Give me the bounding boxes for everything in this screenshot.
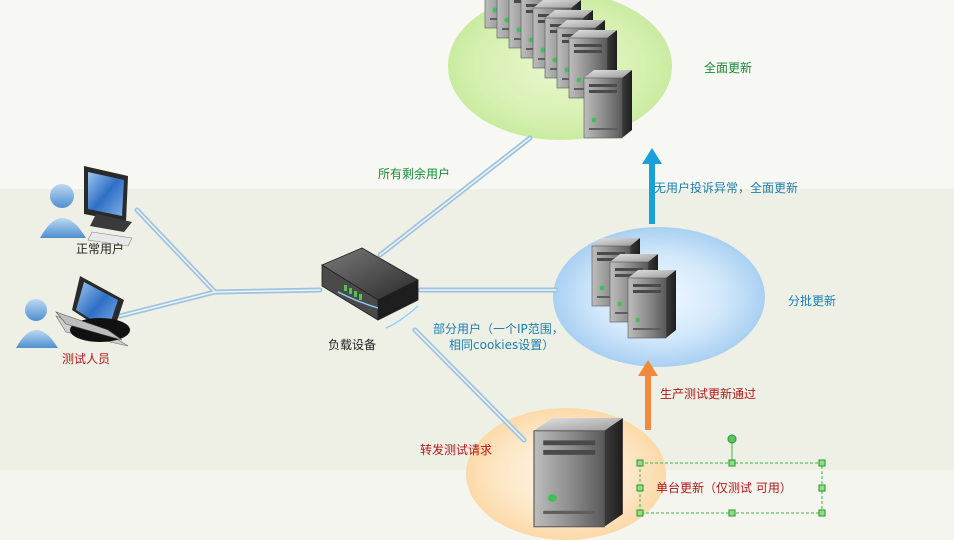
batch-to-full-arrow [642, 148, 662, 224]
edge-label-remaining-users: 所有剩余用户 [378, 167, 451, 181]
desktop-user-icon [40, 166, 133, 247]
laptop-user-icon [16, 276, 130, 348]
router-icon [321, 247, 419, 329]
edge-label-partial-users-1: 部分用户（一个IP范围， [433, 322, 564, 336]
server-icon [533, 417, 624, 528]
single-to-batch-arrow [638, 360, 658, 430]
edge-label-no-complaints: 无用户投诉异常，全面更新 [654, 181, 799, 195]
full-update-label: 全面更新 [704, 61, 753, 75]
single-update-label: 单台更新（仅测试 可用） [656, 481, 792, 495]
selection-box [636, 434, 826, 517]
tester-label: 测试人员 [62, 352, 111, 366]
normal-user-label: 正常用户 [76, 242, 125, 256]
edge-label-forward-test: 转发测试请求 [420, 443, 493, 457]
batch-update-label: 分批更新 [788, 294, 837, 308]
edge-label-partial-users-2: 相同cookies设置） [449, 338, 555, 352]
edge-label-test-passed: 生产测试更新通过 [660, 387, 757, 401]
load-balancer-label: 负载设备 [328, 338, 377, 352]
